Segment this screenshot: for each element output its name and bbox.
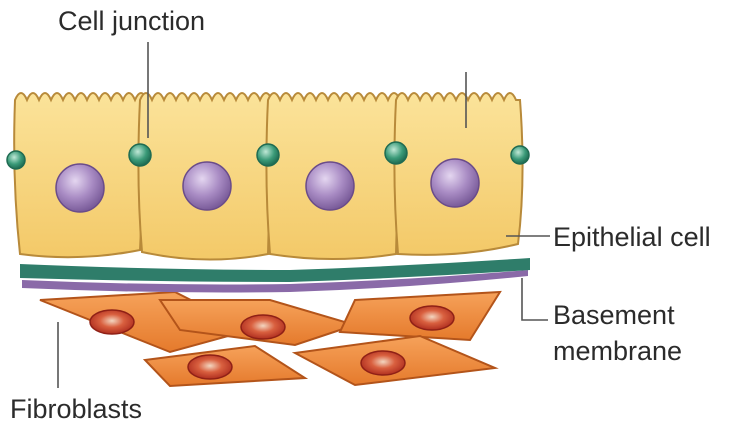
basement-membrane-leader — [522, 278, 548, 320]
cell-junction-label: Cell junction — [58, 6, 205, 36]
fibroblast-nucleus — [90, 310, 134, 334]
basement-membrane — [20, 258, 530, 293]
cell-junction-dot — [511, 146, 529, 164]
cell-junction-dot — [385, 142, 407, 164]
cell-junction-dot — [257, 144, 279, 166]
epithelial-nucleus — [431, 159, 479, 207]
epithelial-cell-label: Epithelial cell — [553, 222, 711, 252]
epithelial-nucleus — [306, 162, 354, 210]
fibroblast-layer — [40, 292, 500, 386]
cell-junction-dot — [129, 144, 151, 166]
epithelial-nucleus — [56, 164, 104, 212]
fibroblast-nucleus — [410, 306, 454, 330]
fibroblast-nucleus — [241, 315, 285, 339]
epithelial-cell-layer — [7, 93, 529, 260]
epithelial-nucleus — [183, 162, 231, 210]
fibroblasts-label: Fibroblasts — [10, 394, 142, 424]
cell-junction-dot — [7, 151, 25, 169]
fibroblast-nucleus — [188, 355, 232, 379]
basement-membrane-label-line1: Basement — [553, 300, 675, 330]
fibroblast-nucleus — [361, 351, 405, 375]
basement-membrane-label-line2: membrane — [553, 336, 682, 366]
